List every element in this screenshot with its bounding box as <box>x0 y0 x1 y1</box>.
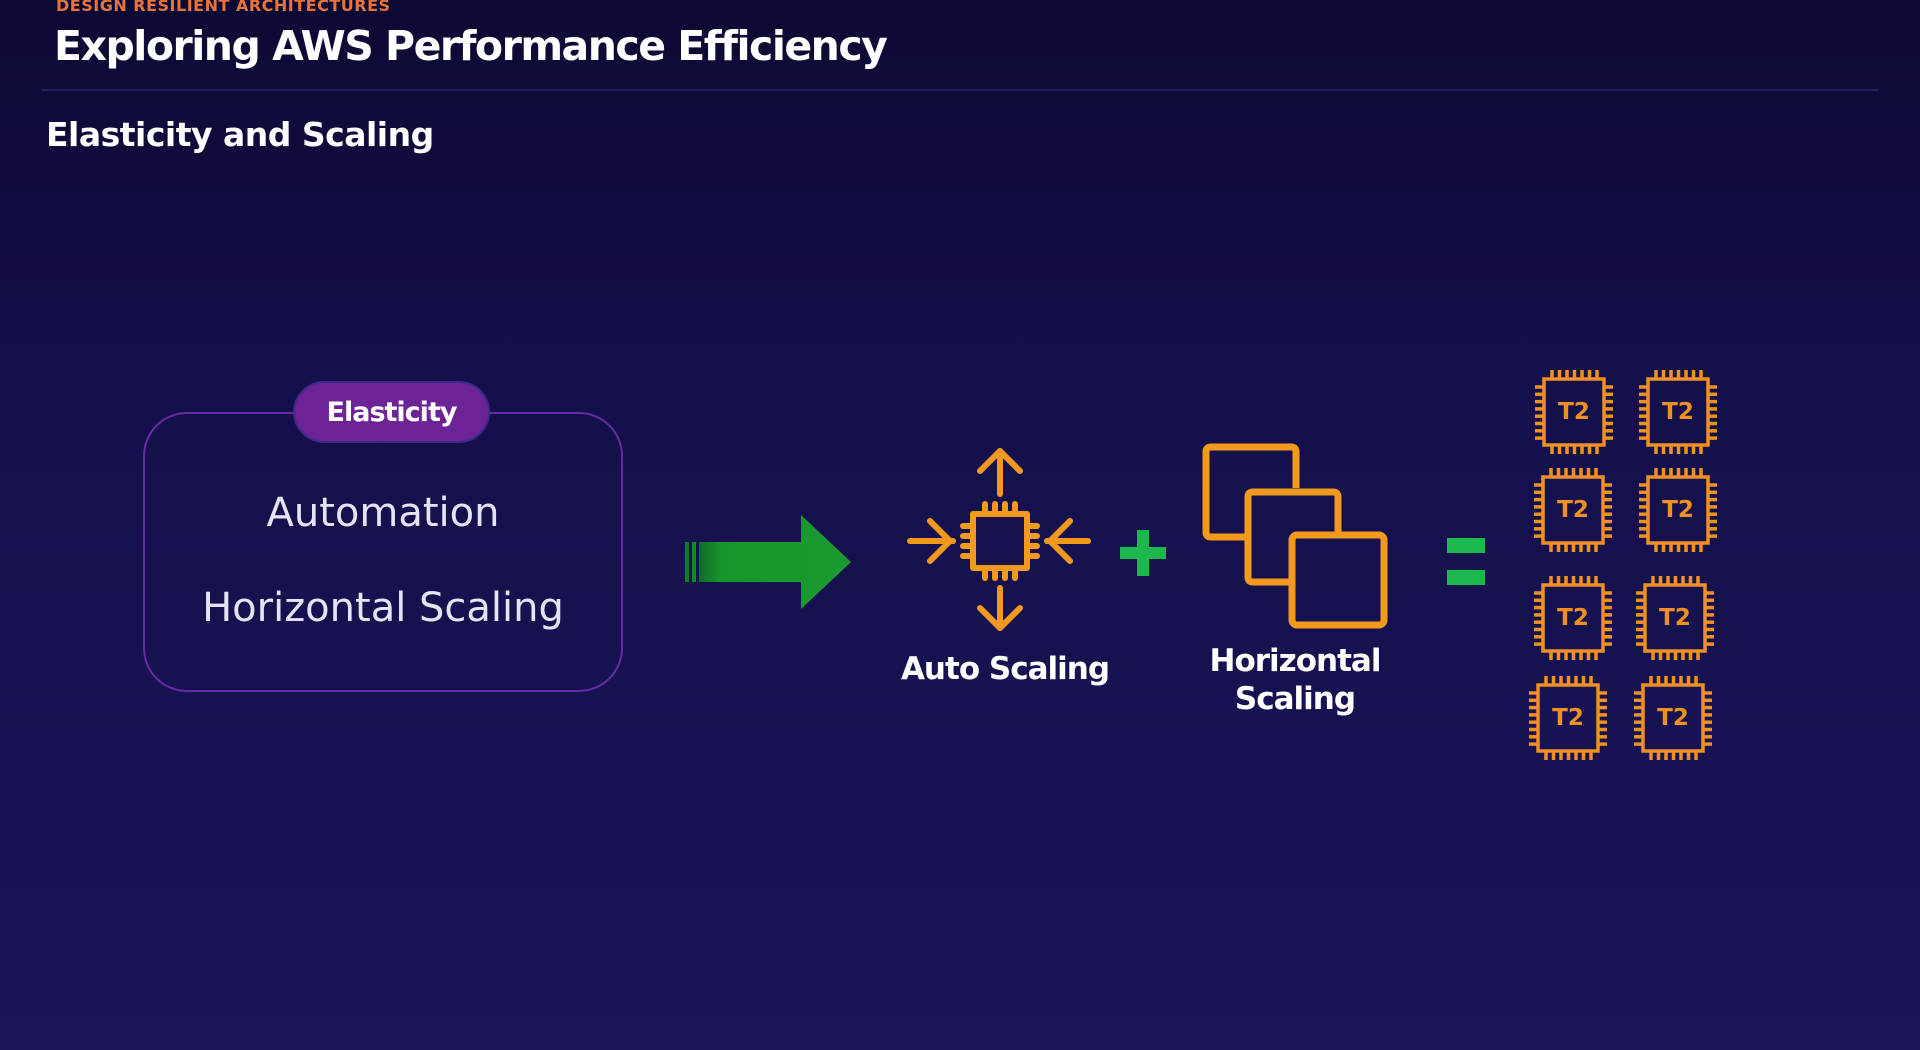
ec2-chip-icon: T2 <box>1534 369 1614 455</box>
ec2-chip-icon: T2 <box>1638 467 1718 553</box>
horizontal-scaling-label-line2: Scaling <box>1234 681 1356 717</box>
horizontal-scaling-label: Horizontal Scaling <box>1170 642 1420 718</box>
instance-type-label: T2 <box>1657 705 1689 731</box>
elasticity-pill: Elasticity <box>293 381 490 443</box>
elasticity-item-horizontal-scaling: Horizontal Scaling <box>202 585 564 631</box>
ec2-chip-icon: T2 <box>1638 369 1718 455</box>
elasticity-box <box>143 412 623 692</box>
ec2-chip-icon: T2 <box>1528 675 1608 761</box>
instance-type-label: T2 <box>1659 605 1691 631</box>
ec2-chip-icon: T2 <box>1635 575 1715 661</box>
auto-scaling-label: Auto Scaling <box>900 651 1110 687</box>
ec2-chip-icon: T2 <box>1533 467 1613 553</box>
ec2-chip-icon: T2 <box>1533 575 1613 661</box>
instance-type-label: T2 <box>1557 605 1589 631</box>
auto-scaling-icon <box>905 446 1095 641</box>
page-title: Exploring AWS Performance Efficiency <box>54 22 888 70</box>
elasticity-item-automation: Automation <box>266 490 500 536</box>
instance-type-label: T2 <box>1662 497 1694 523</box>
right-arrow-icon <box>685 515 851 614</box>
instance-type-label: T2 <box>1552 705 1584 731</box>
stacked-squares-icon <box>1202 443 1388 634</box>
title-divider <box>42 89 1878 91</box>
instance-type-label: T2 <box>1558 399 1590 425</box>
plus-icon <box>1120 530 1166 581</box>
instance-type-label: T2 <box>1557 497 1589 523</box>
horizontal-scaling-label-line1: Horizontal <box>1209 643 1382 679</box>
slide-subtitle: Elasticity and Scaling <box>46 115 434 154</box>
ec2-chip-icon: T2 <box>1633 675 1713 761</box>
section-label: DESIGN RESILIENT ARCHITECTURES <box>56 0 391 15</box>
equals-icon <box>1447 538 1485 591</box>
instance-type-label: T2 <box>1662 399 1694 425</box>
